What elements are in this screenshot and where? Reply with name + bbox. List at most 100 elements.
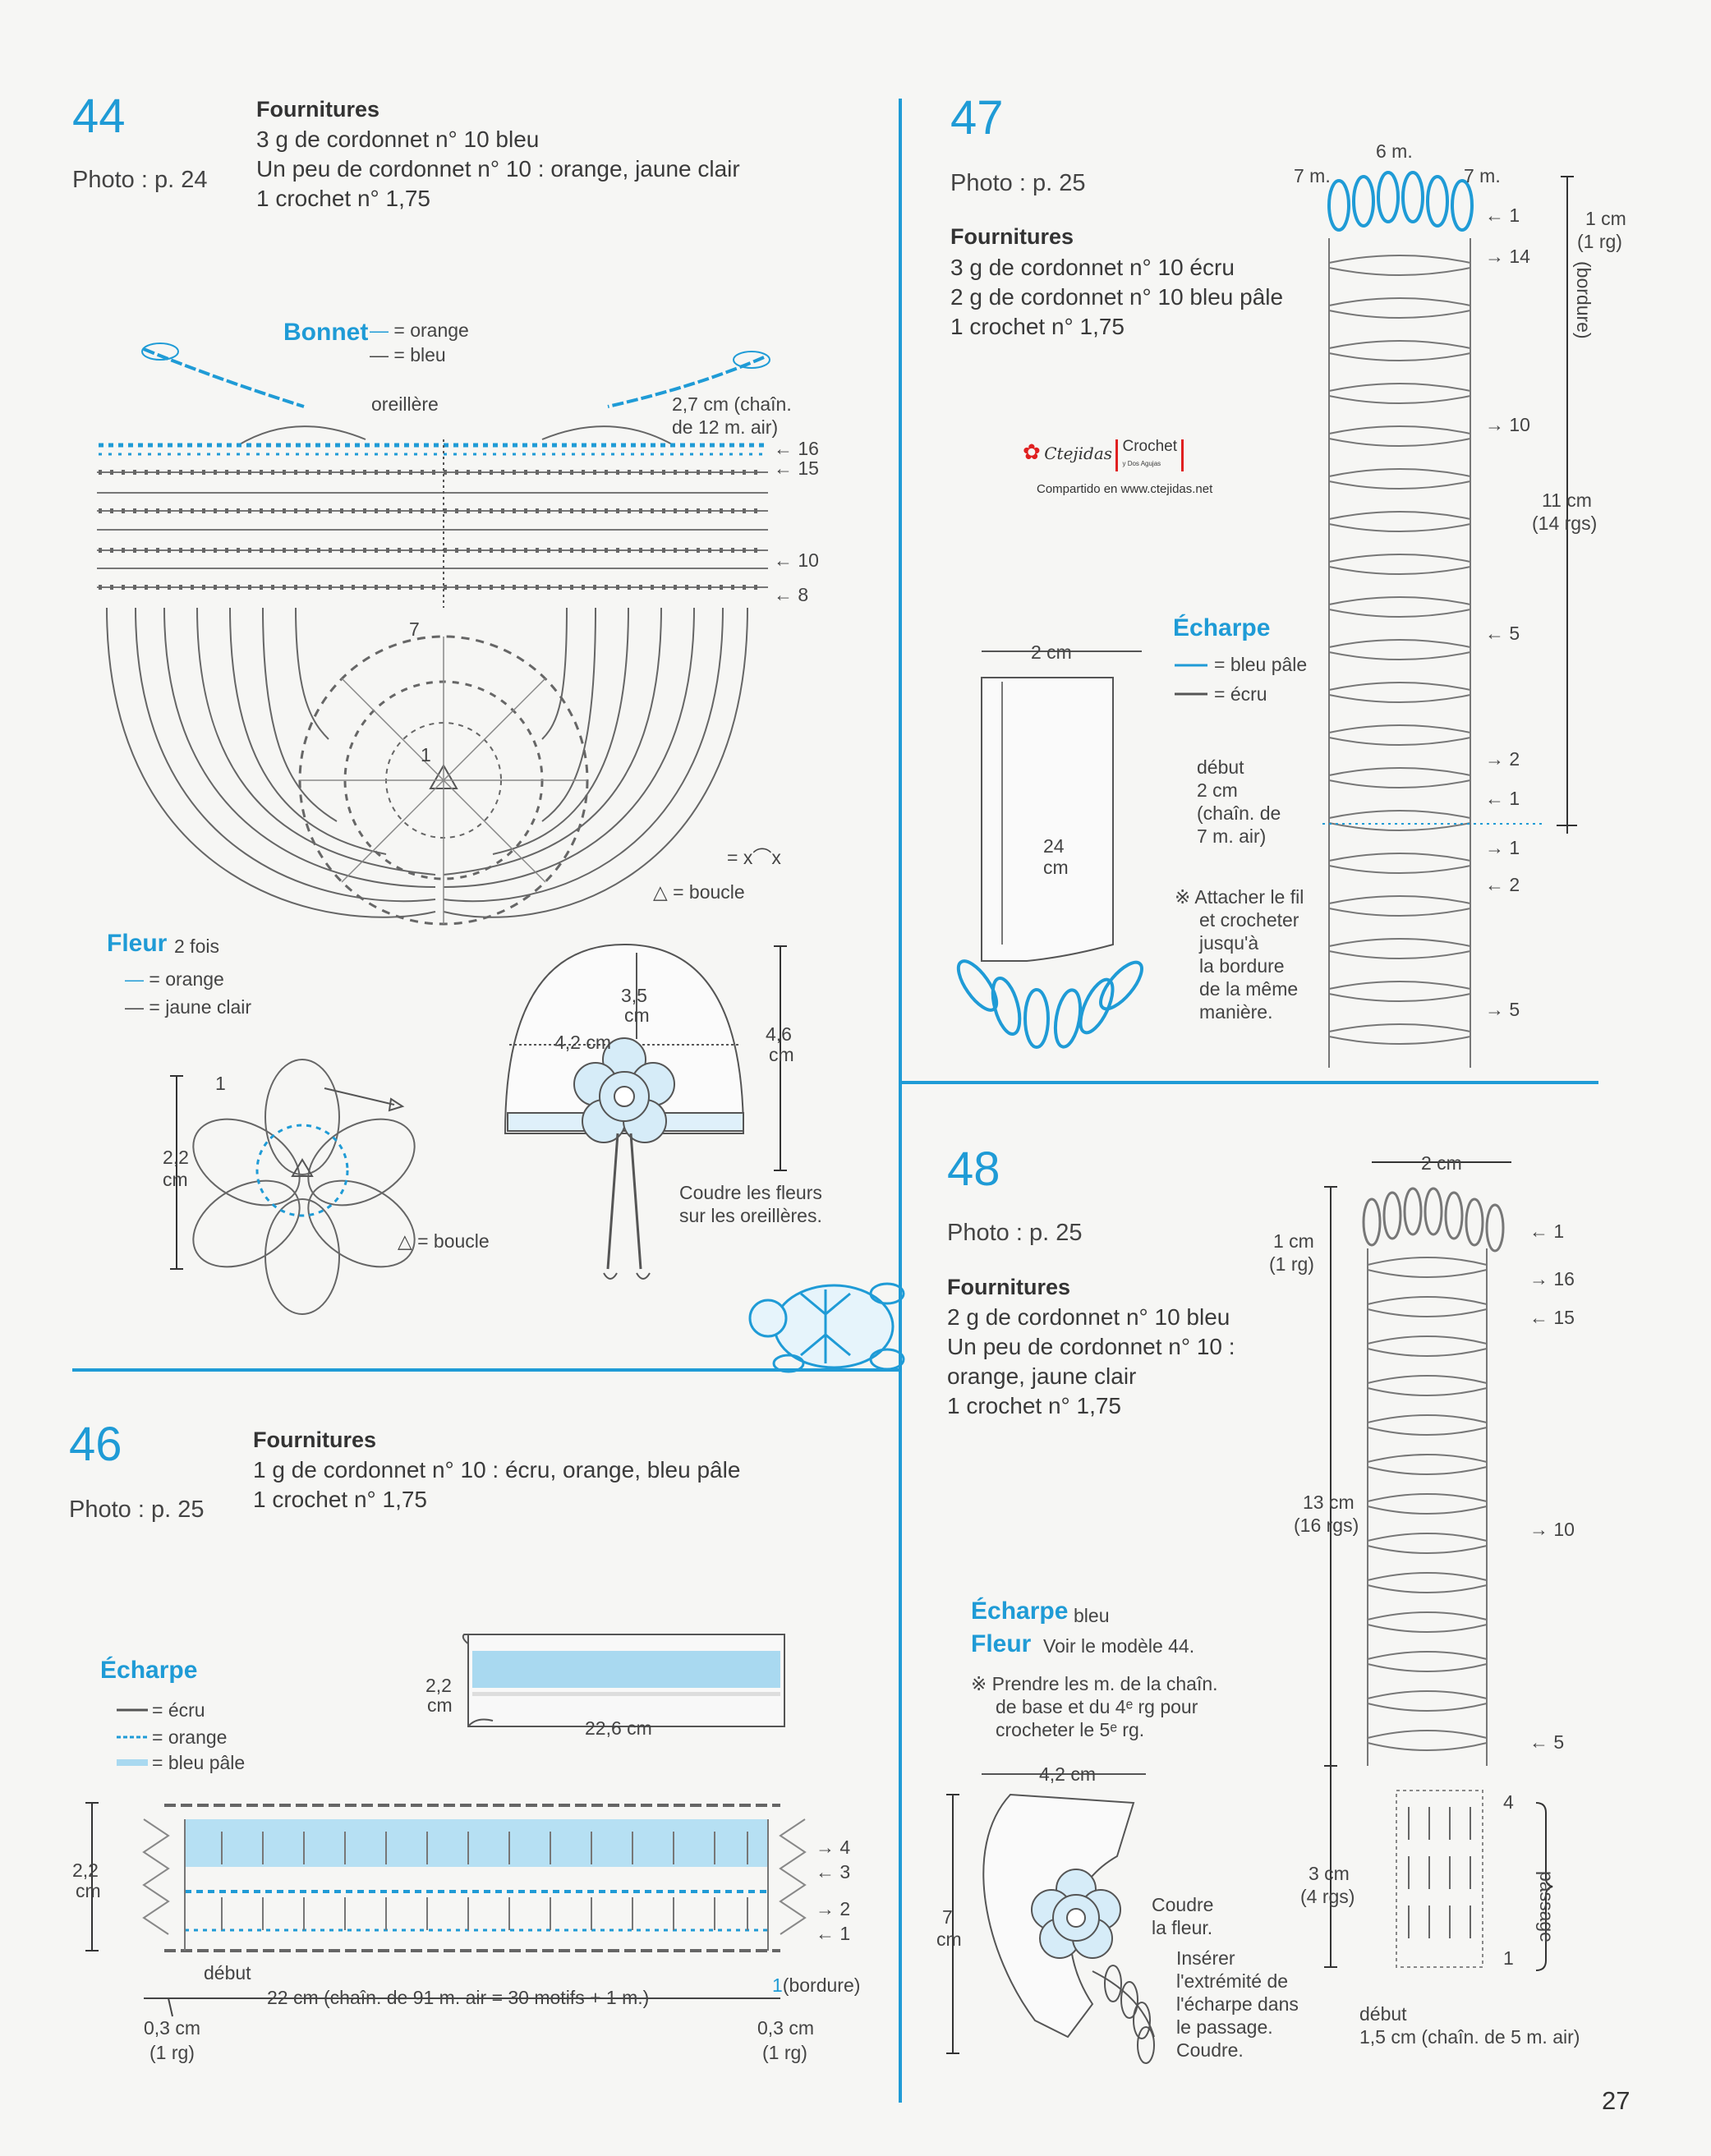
- model-47-photo-ref: Photo : p. 25: [950, 170, 1086, 196]
- ladder-rung: [1367, 1296, 1488, 1317]
- model-46-fourniture-line: 1 crochet n° 1,75: [253, 1487, 427, 1512]
- echarpe47-row-marker: → 5: [1485, 999, 1520, 1020]
- scarf48-coudre-line: Coudre: [1152, 1894, 1214, 1915]
- echarpe48-border-rows: (1 rg): [1269, 1253, 1314, 1275]
- echarpe47-row-marker: ← 2: [1485, 874, 1520, 895]
- echarpe46-bordure: 1(bordure): [772, 1974, 861, 1996]
- echarpe47-note-line: la bordure: [1199, 955, 1285, 977]
- echarpe47-row-marker: → 2: [1485, 748, 1520, 770]
- echarpe48-note-line: de base et du 4ᵉ rg pour: [996, 1696, 1198, 1717]
- oreillere-label: oreillère: [371, 393, 439, 415]
- ladder-rung: [1328, 468, 1471, 490]
- echarpe46-width-note: 22 cm (chaîn. de 91 m. air = 30 motifs +…: [267, 1987, 650, 2008]
- echarpe47-border-rows: (1 rg): [1577, 231, 1622, 252]
- echarpe47-width-label: 2 cm: [1031, 641, 1072, 663]
- ladder-rung: [1328, 596, 1471, 618]
- scarf48-schema: [946, 1773, 1155, 2064]
- ladder-rung: [1328, 682, 1471, 703]
- fleur-chart: [170, 1059, 416, 1315]
- bonnet-row-marker: ← 16: [774, 438, 819, 459]
- ladder-rung: [1328, 895, 1471, 917]
- echarpe48-top-width: 2 cm: [1421, 1152, 1462, 1174]
- ladder-rung: [1367, 1572, 1488, 1593]
- echarpe47-top-left: 7 m.: [1294, 165, 1331, 186]
- turtle-illustration: [748, 1282, 905, 1373]
- echarpe47-border-dim: 1 cm: [1585, 208, 1626, 229]
- ladder-rung: [1367, 1454, 1488, 1475]
- echarpe47-height-value: 24: [1043, 835, 1065, 857]
- echarpe47-legend-bleu: = bleu pâle: [1214, 654, 1308, 675]
- ladder-rung: [1367, 1690, 1488, 1712]
- echarpe47-row-marker: → 1: [1485, 837, 1520, 858]
- model-47-number: 47: [950, 91, 1004, 145]
- ladder-rung: [1328, 853, 1471, 874]
- model-44-photo-ref: Photo : p. 24: [72, 167, 208, 193]
- echarpe47-note-line: ※ Attacher le fil: [1175, 886, 1304, 908]
- ladder-rung: [1328, 938, 1471, 959]
- model-44-fourniture-line: 1 crochet n° 1,75: [256, 186, 430, 211]
- ladder-rung: [1367, 1730, 1488, 1751]
- echarpe46-row-marker: → 2: [816, 1898, 851, 1919]
- echarpe46-legend-lines: [117, 1708, 148, 1766]
- echarpe46-row-marker: ← 3: [816, 1861, 851, 1882]
- echarpe47-debut-line: (chaîn. de: [1197, 802, 1281, 824]
- ladder-rung: [1328, 511, 1471, 532]
- model-48-fourniture-line: 1 crochet n° 1,75: [947, 1393, 1121, 1418]
- echarpe47-row-marker: → 10: [1485, 414, 1530, 435]
- fleur-boucle-legend: △ = boucle: [398, 1230, 490, 1252]
- bonnet-title: Bonnet: [283, 319, 369, 346]
- chain-note-line: de 12 m. air): [672, 416, 779, 438]
- echarpe47-top-right: 7 m.: [1464, 165, 1501, 186]
- echarpe46-left-edge: 0,3 cm: [144, 2017, 201, 2039]
- model-47-fourniture-line: 3 g de cordonnet n° 10 écru: [950, 255, 1235, 280]
- model-44-number: 44: [72, 90, 126, 143]
- ladder-rung: [1367, 1493, 1488, 1515]
- echarpe47-schema: [956, 650, 1143, 1049]
- scarf48-inserer-line: Insérer: [1176, 1947, 1235, 1969]
- ladder-rung: [1328, 425, 1471, 447]
- echarpe47-row-marker: ← 5: [1485, 623, 1520, 644]
- ladder-rung: [1367, 1257, 1488, 1278]
- echarpe47-note-line: manière.: [1199, 1001, 1273, 1023]
- ladder-rung: [1328, 810, 1471, 831]
- ladder-rung: [1367, 1533, 1488, 1554]
- echarpe48-pass-rows: (4 rgs): [1300, 1886, 1355, 1907]
- ladder-rung: [1328, 981, 1471, 1002]
- boucle-symbol-legend: △ = boucle: [653, 881, 745, 903]
- echarpe47-height-unit: cm: [1043, 857, 1069, 878]
- echarpe46-chart-height-unit: cm: [76, 1880, 101, 1901]
- bonnet-legend-orange: — = orange: [370, 319, 469, 341]
- watermark-box: Crochet y Dos Agujas: [1115, 439, 1184, 472]
- fleur-legend-orange: — = orange: [125, 968, 224, 990]
- model-46-photo-ref: Photo : p. 25: [69, 1496, 205, 1523]
- echarpe47-debut-line: début: [1197, 756, 1244, 778]
- echarpe46-left-edge-rows: (1 rg): [149, 2042, 195, 2063]
- echarpe47-row-marker: ← 1: [1485, 205, 1520, 226]
- echarpe48-color: bleu: [1074, 1605, 1110, 1626]
- ladder-rung: [1367, 1375, 1488, 1396]
- hat-height-2-value: 4,6: [766, 1023, 792, 1045]
- echarpe47-debut-line: 7 m. air): [1197, 825, 1267, 847]
- model-47-fourniture-line: 1 crochet n° 1,75: [950, 314, 1125, 339]
- ladder-rung: [1328, 255, 1471, 276]
- echarpe48-note-line: ※ Prendre les m. de la chaîn.: [971, 1673, 1218, 1694]
- bonnet-row-marker: ← 15: [774, 457, 819, 479]
- echarpe46-schema-height-unit: cm: [427, 1694, 453, 1716]
- echarpe48-row-marker: ← 15: [1529, 1307, 1575, 1328]
- ladder-rung: [1328, 297, 1471, 319]
- bonnet-row-marker: ← 8: [774, 584, 809, 605]
- echarpe48-row-marker: ← 1: [1529, 1221, 1565, 1242]
- model-48-fourniture-line: 2 g de cordonnet n° 10 bleu: [947, 1304, 1230, 1330]
- echarpe47-legend-ecru: = écru: [1214, 683, 1267, 705]
- bonnet-row-marker: 1: [421, 744, 431, 765]
- echarpe46-row-marker: ← 1: [816, 1923, 851, 1944]
- echarpe48-row-marker: → 16: [1529, 1268, 1575, 1289]
- ladder-rung: [1328, 767, 1471, 788]
- model-48-fourniture-line: Un peu de cordonnet n° 10 :: [947, 1334, 1235, 1359]
- model-46-fournitures-title: Fournitures: [253, 1427, 377, 1452]
- echarpe48-title: Écharpe: [971, 1597, 1069, 1625]
- hat-note-line: Coudre les fleurs: [679, 1182, 822, 1203]
- echarpe47-top-mid: 6 m.: [1376, 140, 1413, 162]
- echarpe47-note-line: jusqu'à: [1199, 932, 1259, 954]
